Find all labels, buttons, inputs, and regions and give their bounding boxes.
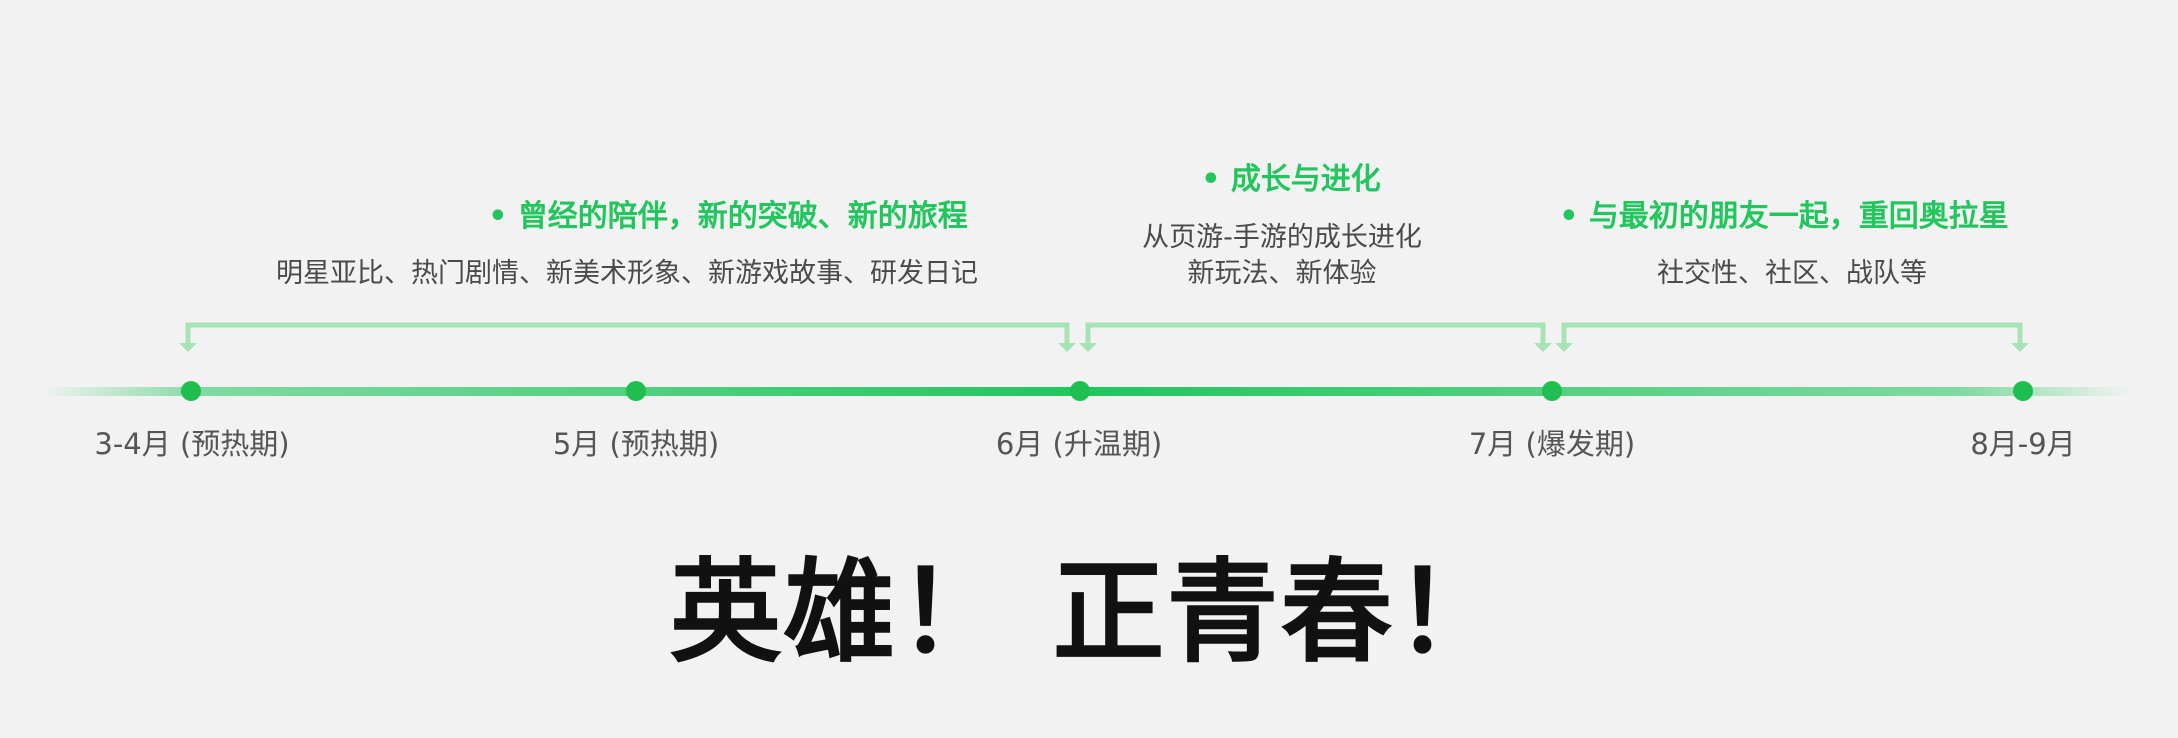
milestone-label-4: 7月 (爆发期): [1468, 427, 1636, 461]
bullet-icon: •: [1559, 199, 1589, 234]
milestone-label-1: 3-4月 (预热期): [94, 427, 290, 461]
milestone-dot-5: [2013, 381, 2033, 401]
phase-desc-2-line-1: 从页游-手游的成长进化: [1142, 222, 1422, 253]
milestone-dot-2: [626, 381, 646, 401]
phase-bracket-3: [1555, 322, 2029, 352]
phase-desc-3-line-1: 社交性、社区、战队等: [1657, 258, 1927, 289]
phase-title-2: • 成长与进化: [1201, 160, 1381, 200]
bullet-icon: •: [1201, 162, 1231, 197]
phase-title-3-text: 与最初的朋友一起，重回奥拉星: [1588, 199, 2009, 234]
phase-desc-2-line-2: 新玩法、新体验: [1187, 258, 1377, 289]
phase-title-3: • 与最初的朋友一起，重回奥拉星: [1559, 197, 2009, 237]
phase-title-1: • 曾经的陪伴，新的突破、新的旅程: [488, 197, 968, 237]
phase-bracket-1: [179, 322, 1076, 352]
phase-bracket-2: [1079, 322, 1552, 352]
phase-desc-2: 从页游-手游的成长进化 新玩法、新体验: [1142, 220, 1422, 292]
milestone-label-3: 6月 (升温期): [995, 427, 1163, 461]
milestone-dot-3: [1070, 381, 1090, 401]
phase-title-1-text: 曾经的陪伴，新的突破、新的旅程: [517, 199, 968, 234]
bullet-icon: •: [488, 199, 518, 234]
milestone-dot-1: [181, 381, 201, 401]
phase-desc-1: 明星亚比、热门剧情、新美术形象、新游戏故事、研发日记: [276, 256, 978, 292]
milestone-dot-4: [1542, 381, 1562, 401]
slogan-heading: 英雄！ 正青春！: [669, 548, 1509, 678]
phase-desc-3: 社交性、社区、战队等: [1657, 256, 1927, 292]
phase-title-2-text: 成长与进化: [1230, 162, 1381, 197]
milestone-label-5: 8月-9月: [1970, 427, 2076, 461]
milestone-label-2: 5月 (预热期): [552, 427, 720, 461]
phase-desc-1-line-1: 明星亚比、热门剧情、新美术形象、新游戏故事、研发日记: [276, 258, 978, 289]
